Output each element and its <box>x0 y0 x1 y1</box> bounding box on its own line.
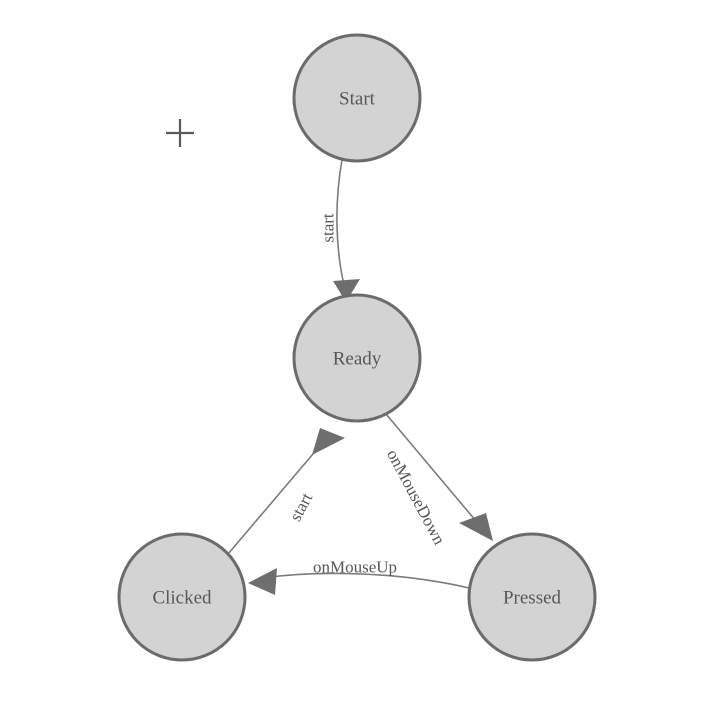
node-shape <box>467 532 597 662</box>
edge-line <box>385 413 482 528</box>
edge-start-to-ready[interactable]: start <box>319 159 361 302</box>
edge-line <box>261 572 470 589</box>
node-clicked[interactable]: Clicked <box>117 532 247 662</box>
node-label: Ready <box>333 349 382 370</box>
edge-ready-to-pressed[interactable]: onMouseDown <box>383 413 493 548</box>
edge-line <box>336 159 345 286</box>
node-shape <box>292 33 422 163</box>
node-shape <box>292 293 422 423</box>
edge-label-clicked-ready: start <box>286 489 317 524</box>
node-pressed[interactable]: Pressed <box>467 532 597 662</box>
arrowhead-icon <box>333 279 360 302</box>
edge-label-ready-pressed: onMouseDown <box>383 446 449 548</box>
arrowhead-icon <box>312 428 345 455</box>
crosshair-icon <box>166 119 194 147</box>
node-ready[interactable]: Ready <box>292 293 422 423</box>
node-shape <box>117 532 247 662</box>
edge-line <box>227 440 325 555</box>
arrowhead-icon <box>248 568 277 595</box>
node-label: Pressed <box>503 588 562 609</box>
edge-clicked-to-ready[interactable]: start <box>227 428 345 555</box>
node-label: Clicked <box>152 588 212 609</box>
edge-pressed-to-clicked[interactable]: onMouseUp <box>248 558 470 596</box>
node-start[interactable]: Start <box>292 33 422 163</box>
edge-label-start-ready: start <box>319 213 338 243</box>
node-label: Start <box>339 89 376 110</box>
edge-label-pressed-clicked: onMouseUp <box>313 558 397 577</box>
arrowhead-icon <box>459 513 493 541</box>
